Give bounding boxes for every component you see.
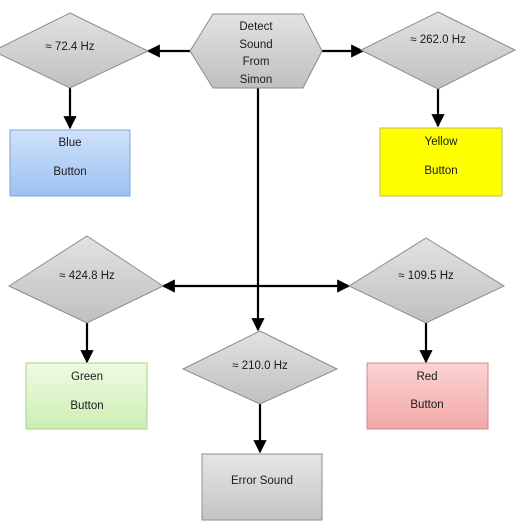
decision-blue: ≈ 72.4 Hz — [0, 12, 150, 89]
decision-error-diamond — [181, 330, 339, 405]
red-button-box — [366, 362, 489, 430]
decision-red: ≈ 109.5 Hz — [347, 237, 506, 324]
decision-yellow-diamond — [359, 11, 517, 90]
yellow-button-box — [379, 127, 503, 197]
start-line-2: Sound — [239, 39, 272, 51]
decision-green-diamond — [7, 235, 165, 324]
decision-red-diamond — [347, 237, 506, 324]
blue-button-line-1: Blue — [58, 137, 81, 149]
decision-green: ≈ 424.8 Hz — [7, 235, 165, 324]
decision-error: ≈ 210.0 Hz — [181, 330, 339, 405]
green-button-line-1: Green — [71, 371, 103, 383]
yellow-button-line-2: Button — [424, 165, 457, 177]
decision-green-label: ≈ 424.8 Hz — [59, 270, 115, 282]
start-hexagon — [189, 13, 323, 89]
outcome-yellow: Yellow Button — [379, 127, 503, 197]
outcome-green: Green Button — [25, 362, 148, 430]
green-button-line-2: Button — [70, 400, 103, 412]
yellow-button-line-1: Yellow — [425, 136, 459, 148]
start-line-4: Simon — [240, 74, 273, 86]
start-line-3: From — [243, 56, 270, 68]
red-button-line-2: Button — [410, 399, 443, 411]
start-line-1: Detect — [239, 21, 273, 33]
blue-button-box — [9, 129, 131, 197]
decision-red-label: ≈ 109.5 Hz — [398, 270, 454, 282]
blue-button-line-2: Button — [53, 166, 86, 178]
decision-yellow-label: ≈ 262.0 Hz — [410, 34, 466, 46]
outcome-blue: Blue Button — [9, 129, 131, 197]
outcome-red: Red Button — [366, 362, 489, 430]
green-button-box — [25, 362, 148, 430]
red-button-line-1: Red — [416, 371, 437, 383]
decision-blue-diamond — [0, 12, 150, 89]
error-sound-box — [201, 453, 323, 521]
outcome-error: Error Sound — [201, 453, 323, 521]
connectors — [63, 44, 445, 454]
decision-yellow: ≈ 262.0 Hz — [359, 11, 517, 90]
decision-blue-label: ≈ 72.4 Hz — [45, 41, 94, 53]
decision-error-label: ≈ 210.0 Hz — [232, 360, 288, 372]
start-node: Detect Sound From Simon — [189, 13, 323, 89]
error-sound-label: Error Sound — [231, 475, 293, 487]
